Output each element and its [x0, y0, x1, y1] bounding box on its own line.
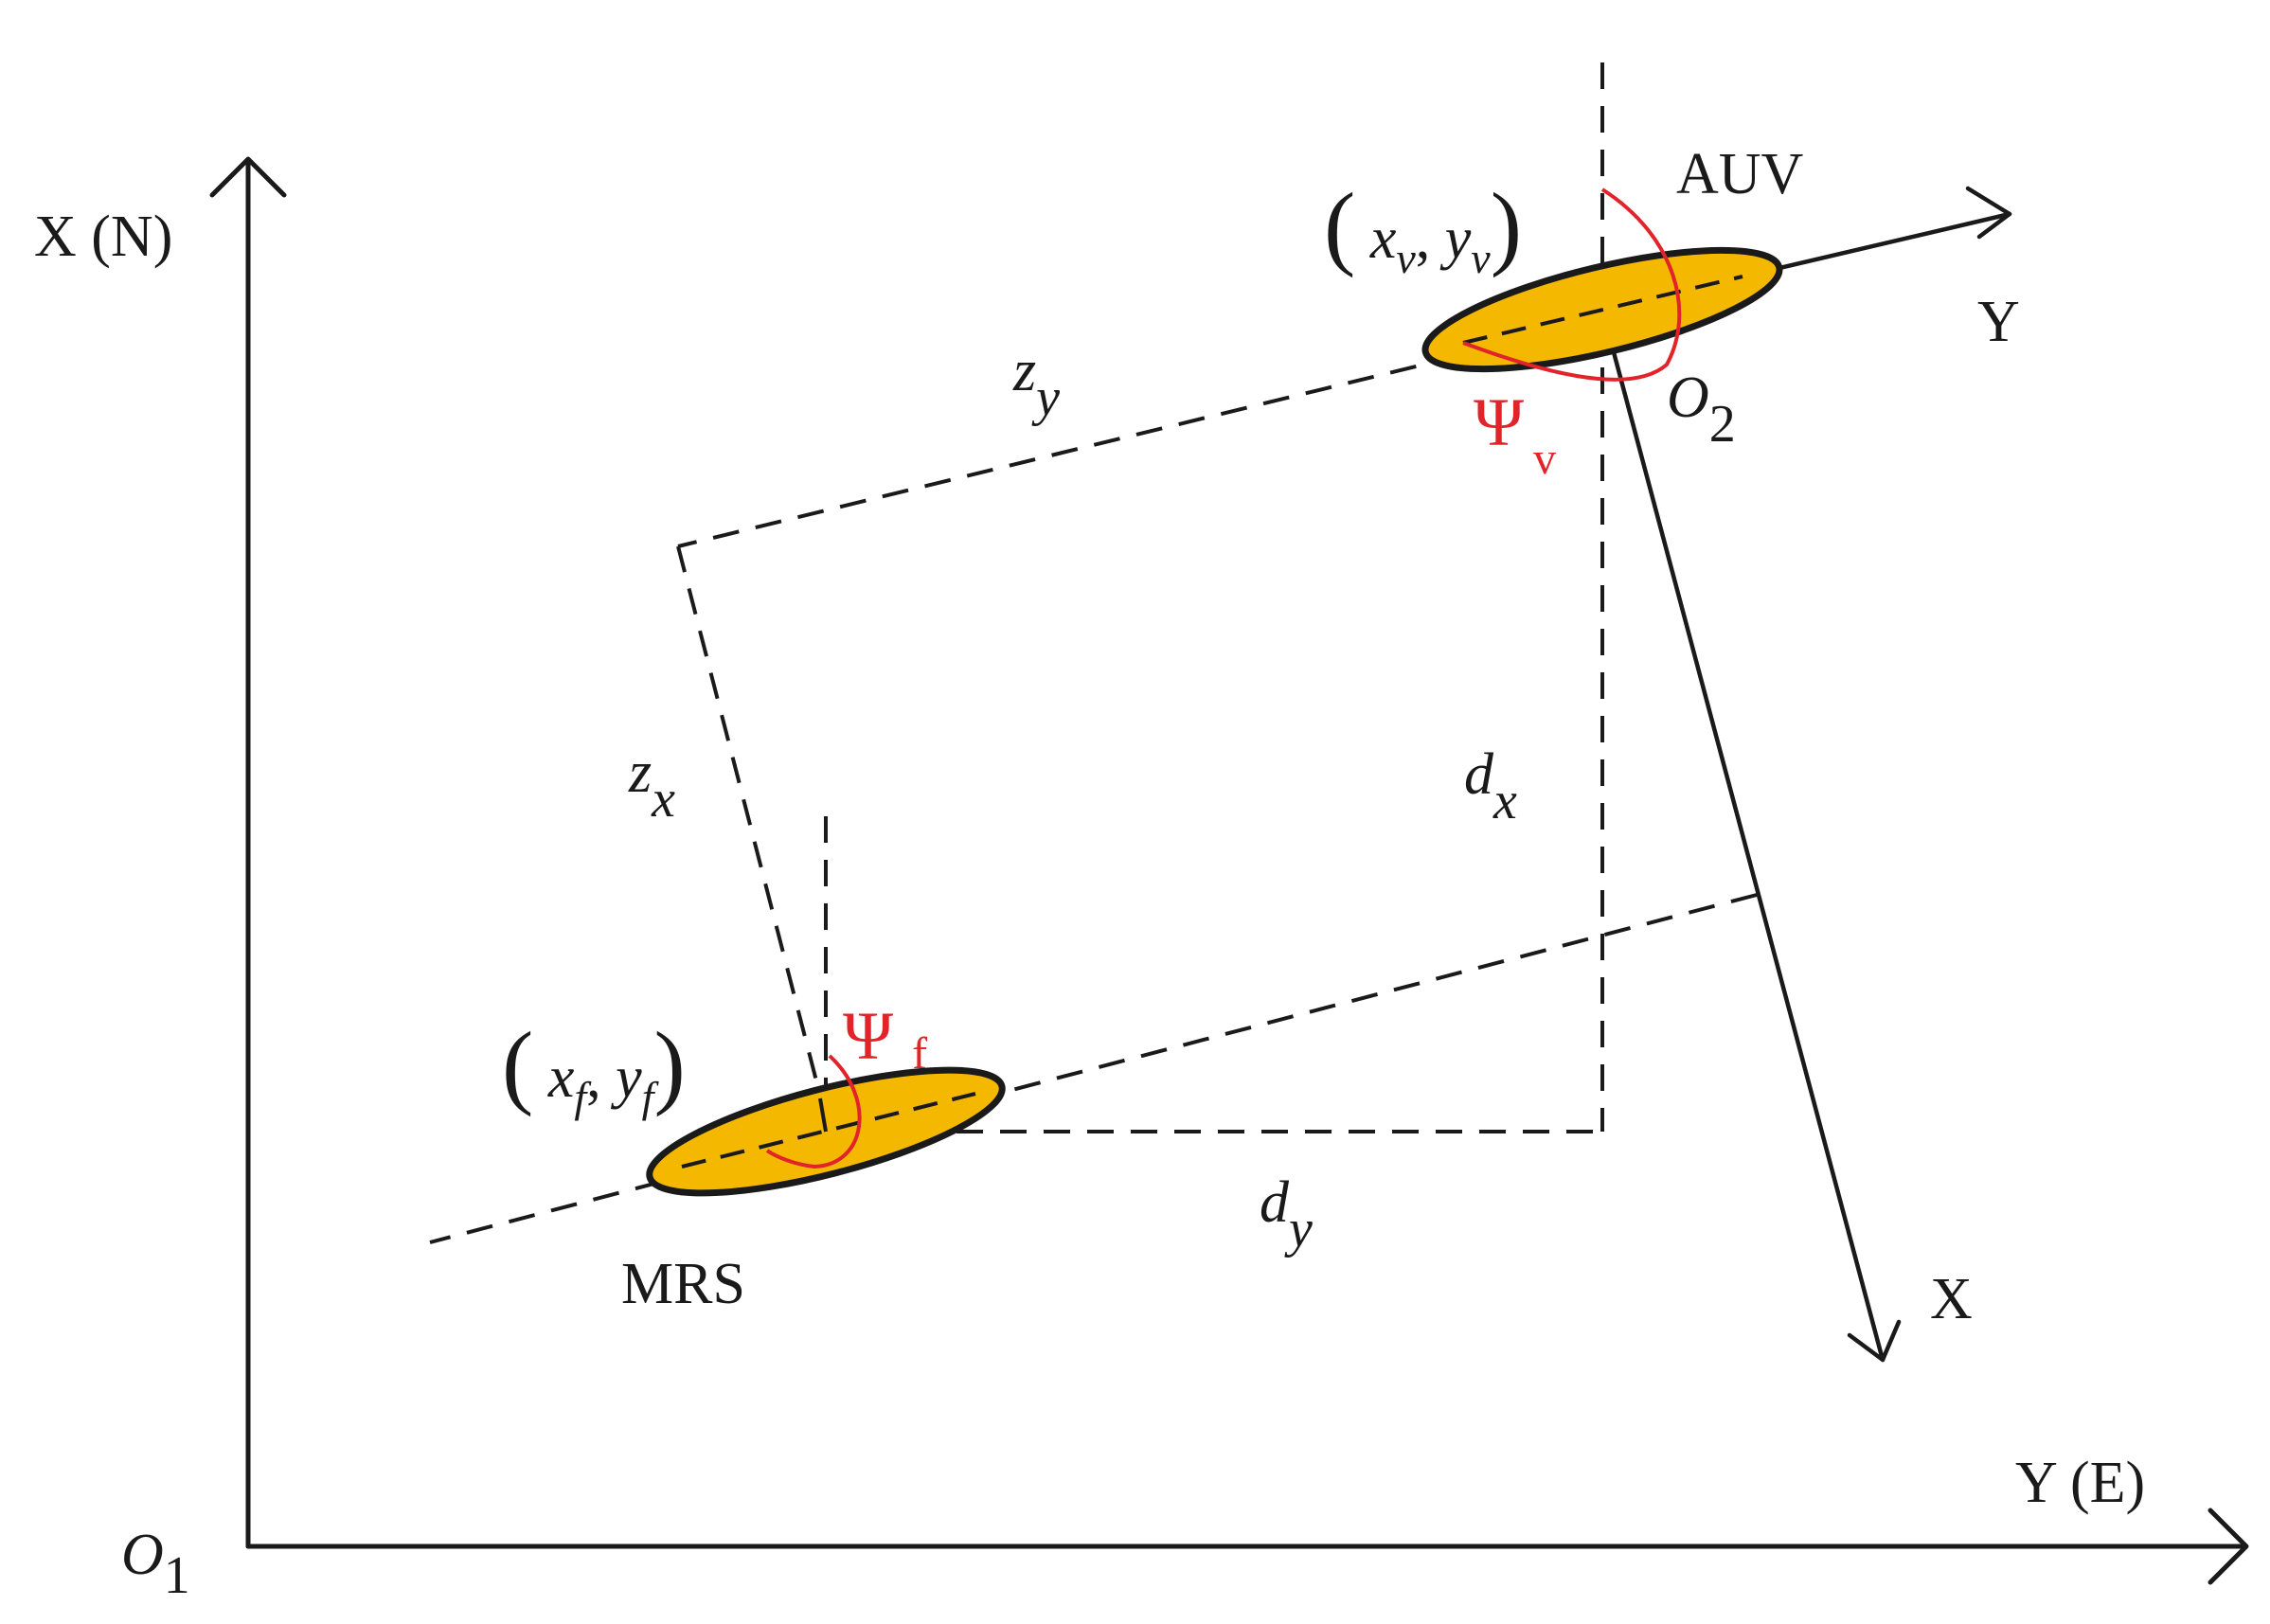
mrs-heading-tick [818, 1098, 828, 1133]
zx-sub: x [651, 770, 675, 829]
mrs-pos-comma: , [586, 1045, 601, 1110]
zx-label: zx [628, 741, 675, 829]
auv-heading-sub: v [1533, 434, 1556, 484]
mrs-pos-close: ) [653, 1012, 685, 1117]
body-y-axis-label: Y [1977, 290, 2020, 354]
dy-base: d [1260, 1170, 1290, 1235]
zx-dashed [676, 545, 828, 1118]
mrs-position-label: ( xf, yf) [502, 1012, 686, 1121]
mrs-heading-sub: f [912, 1028, 927, 1079]
mrs-center-line [681, 1092, 976, 1169]
zy-label: zy [1012, 339, 1060, 427]
global-axes [209, 156, 2249, 1585]
auv-center-line [1462, 275, 1743, 345]
body-frame-axes [1600, 186, 2012, 1363]
east-axis-arrowhead [2207, 1508, 2249, 1585]
auv-pos-close: ) [1491, 173, 1522, 278]
dx-label: dx [1464, 742, 1517, 830]
mrs-heading-symbol: Ψ [843, 998, 893, 1074]
north-axis-label: X (N) [34, 205, 172, 269]
mrs-name-label: MRS [621, 1252, 745, 1316]
mrs-pos-x: x [547, 1045, 575, 1110]
auv-name-label: AUV [1676, 142, 1804, 206]
dy-label: dy [1260, 1170, 1313, 1258]
origin-o1-sub: 1 [164, 1546, 190, 1605]
auv-pos-x: x [1369, 206, 1397, 271]
zy-sub: y [1031, 368, 1060, 427]
zy-base: z [1012, 339, 1036, 403]
east-axis-label: Y (E) [2015, 1451, 2145, 1515]
north-axis-arrowhead [209, 156, 287, 198]
auv-pos-comma: , [1416, 206, 1431, 271]
mrs-heading-arc [765, 1054, 862, 1169]
auv-pos-y-sub: v [1471, 234, 1491, 282]
auv-pos-y: y [1439, 206, 1472, 271]
auv-pos-x-sub: v [1396, 234, 1416, 282]
body-x-axis-label: X [1930, 1267, 1973, 1331]
body-x-axis-arrowhead [1847, 1319, 1902, 1363]
origin-o1-label: O1 [121, 1523, 190, 1605]
body-y-axis-arrowhead [1965, 186, 2012, 240]
dx-sub: x [1492, 772, 1517, 830]
dx-base: d [1464, 742, 1494, 807]
mrs-pos-open: ( [502, 1012, 533, 1117]
origin-o2-sub: 2 [1709, 395, 1736, 454]
mrs-pos-y: y [610, 1045, 642, 1110]
dy-sub: y [1284, 1200, 1313, 1258]
auv-heading-arc [1462, 187, 1682, 382]
mrs-vehicle [646, 1054, 1006, 1197]
origin-o2-base: O [1667, 366, 1709, 430]
auv-vehicle [1421, 187, 1783, 382]
body-x-axis-line [1600, 307, 1886, 1363]
zx-base: z [628, 741, 652, 805]
auv-heading-symbol: Ψ [1474, 384, 1524, 460]
auv-position-label: ( xv, yv) [1324, 173, 1522, 282]
origin-o2-label: O2 [1667, 366, 1736, 454]
origin-o1-base: O [121, 1523, 164, 1587]
zy-dashed [677, 354, 1459, 548]
auv-pos-open: ( [1324, 173, 1355, 278]
